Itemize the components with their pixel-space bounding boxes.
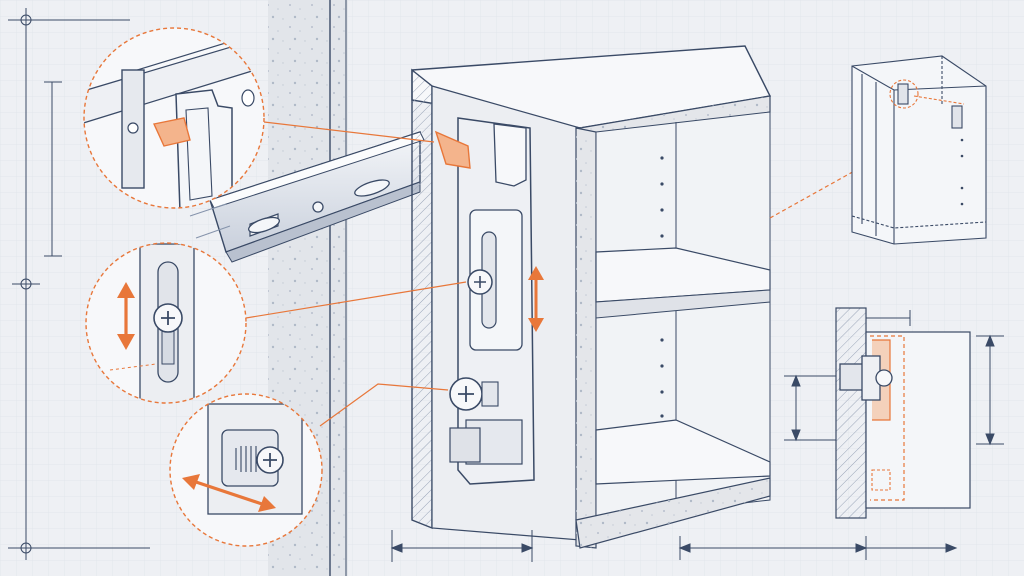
shelf-pin-holes xyxy=(660,156,664,418)
up-down-arrow-icon xyxy=(528,266,544,332)
left-right-arrow-icon xyxy=(182,474,276,512)
hanging-rail xyxy=(189,131,425,263)
isometric-cabinet-overview xyxy=(851,55,987,245)
left-dimension-frame xyxy=(8,8,150,560)
callout-hook-engagement xyxy=(83,27,265,209)
up-down-arrow-icon xyxy=(117,282,135,350)
screw-icon xyxy=(256,446,284,474)
screw-icon xyxy=(153,303,183,333)
section-view xyxy=(784,307,1004,519)
screw-icon xyxy=(467,269,493,295)
bottom-dimension-lines xyxy=(390,530,958,562)
screw-icon xyxy=(449,377,499,411)
callout-depth-adjustment xyxy=(169,393,323,547)
cabinet-bracket xyxy=(434,117,544,485)
callout-leaders xyxy=(245,121,893,427)
callout-vertical-adjustment xyxy=(85,242,247,404)
